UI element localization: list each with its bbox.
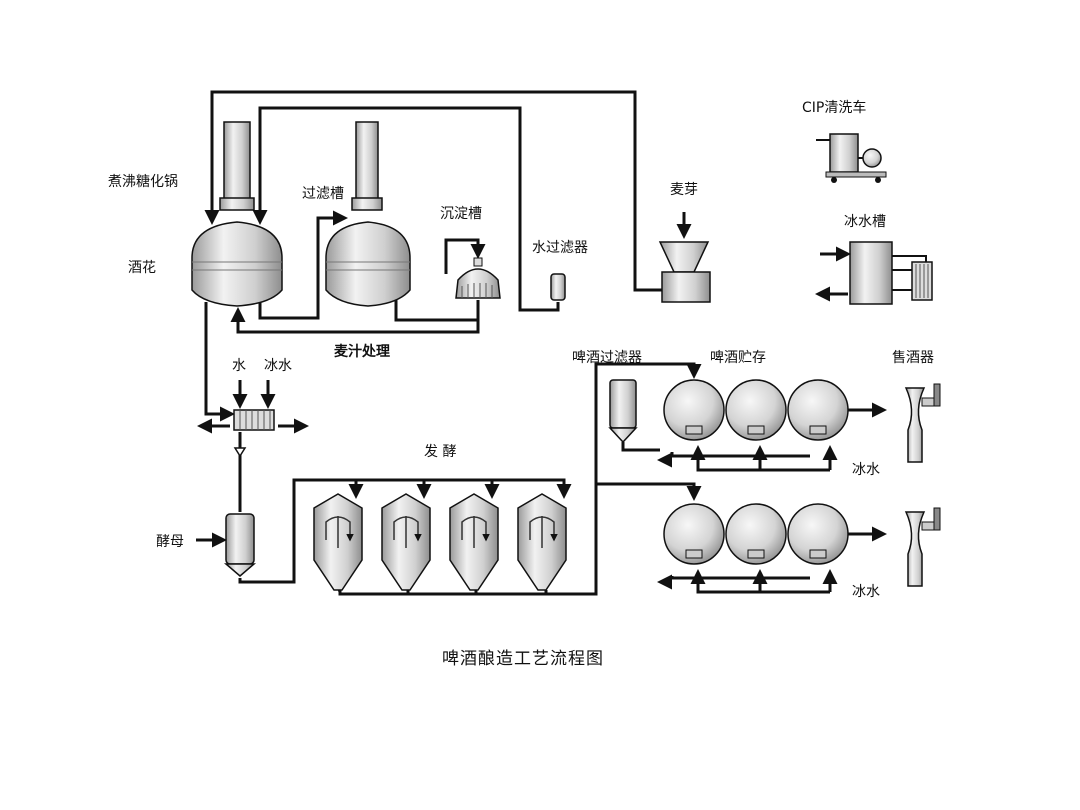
top-piping (204, 90, 692, 422)
lauter-tun (325, 121, 411, 307)
label-ice-water-tank: 冰水槽 (844, 214, 886, 230)
water-filter (550, 273, 566, 301)
label-beer-filter: 啤酒过滤器 (572, 350, 642, 366)
fermenter-1 (313, 493, 363, 591)
label-cip: CIP清洗车 (802, 99, 866, 116)
label-wort-treatment: 麦汁处理 (334, 343, 390, 360)
storage-tanks-lower (657, 503, 887, 594)
label-ice-water: 冰水 (264, 358, 292, 374)
fermenter-4 (517, 493, 567, 591)
diagram-caption: 啤酒酿造工艺流程图 (442, 649, 604, 669)
label-malt: 麦芽 (670, 182, 698, 198)
label-dispenser: 售酒器 (892, 350, 934, 366)
label-ice-water-lower: 冰水 (852, 584, 880, 600)
label-settling-tank: 沉淀槽 (440, 206, 482, 222)
storage-tanks-upper (657, 379, 887, 472)
label-boil-kettle: 煮沸糖化锅 (108, 174, 178, 190)
label-water: 水 (232, 358, 246, 374)
label-water-filter: 水过滤器 (532, 240, 588, 256)
boil-kettle (191, 121, 283, 307)
fermenters (313, 493, 567, 591)
label-hops: 酒花 (128, 260, 156, 276)
label-ice-water-upper: 冰水 (852, 462, 880, 478)
heat-exchanger (197, 380, 309, 512)
fermenter-2 (381, 493, 431, 591)
label-lauter-tun: 过滤槽 (302, 186, 344, 202)
dispenser-upper (904, 383, 941, 463)
label-fermentation: 发 酵 (424, 444, 456, 460)
cip-cart (816, 133, 887, 183)
fermenter-3 (449, 493, 499, 591)
label-beer-storage: 啤酒贮存 (710, 350, 766, 366)
dispenser-lower (904, 507, 941, 587)
ice-water-tank (815, 241, 933, 305)
beer-filter (608, 362, 702, 452)
settling-tank (455, 257, 501, 299)
malt-hopper (658, 241, 711, 303)
label-yeast: 酵母 (156, 534, 184, 550)
